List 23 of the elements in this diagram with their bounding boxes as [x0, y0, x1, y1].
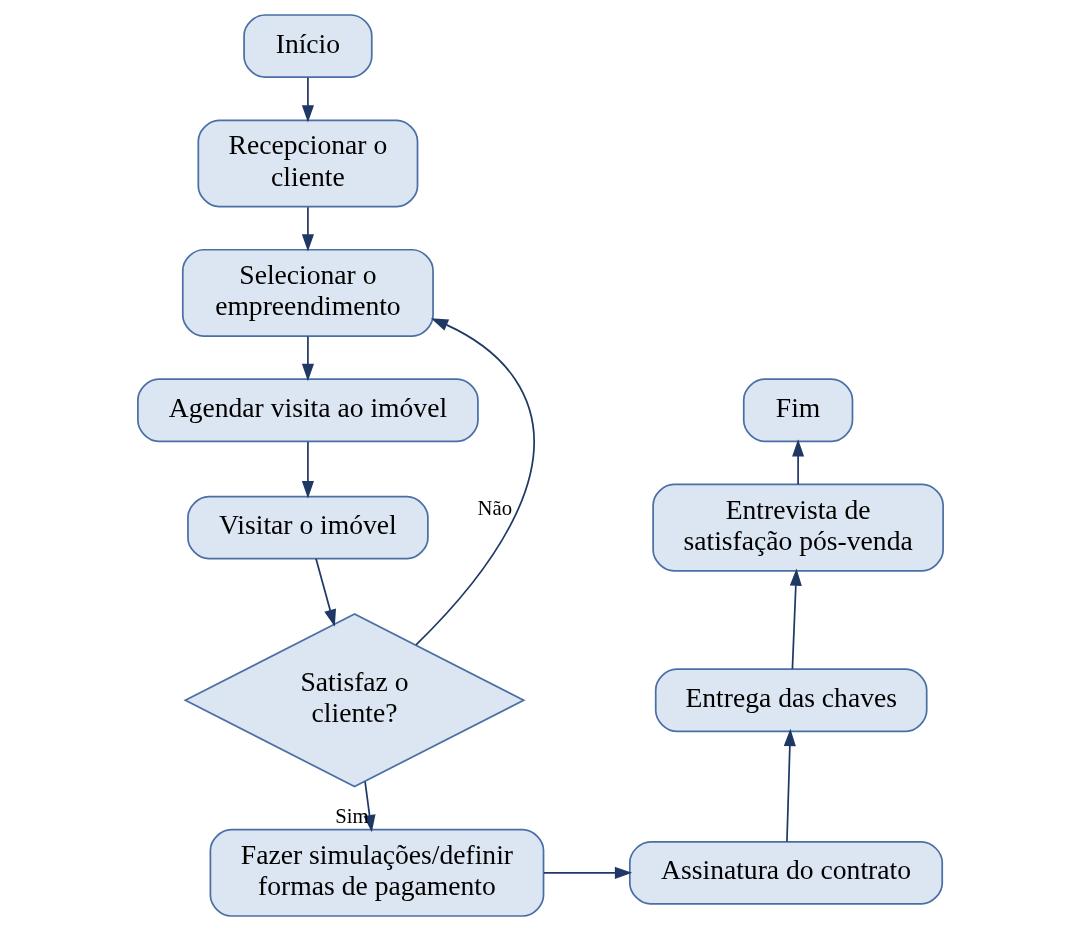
edge-label: Não: [477, 496, 512, 519]
arrow: [301, 206, 314, 252]
arrow: [301, 441, 314, 499]
node-box: Visitar o imóvel: [186, 495, 429, 560]
node-box: Entrega das chaves: [654, 668, 928, 733]
arrow: [542, 866, 632, 879]
node-diamond: Satisfaz o cliente?: [182, 612, 526, 788]
arrow: [783, 728, 796, 843]
node-box: Selecionar o empreendimento: [181, 248, 434, 337]
arrow: [791, 439, 804, 486]
arrow: [301, 76, 314, 123]
arrow: [301, 335, 314, 382]
node-box: Fim: [742, 378, 853, 443]
node-box: Início: [242, 14, 373, 78]
node-box: Fazer simulações/definir formas de pagamento: [209, 828, 544, 917]
arrow: [789, 568, 802, 670]
node-box: Agendar visita ao imóvel: [136, 378, 479, 443]
arrow: [314, 557, 336, 627]
edge-label: Sim: [334, 804, 369, 827]
arrow: [414, 318, 535, 646]
node-box: Entrevista de satisfação pós-venda: [651, 483, 944, 572]
node-box: Assinatura do contrato: [628, 840, 943, 905]
node-box: Recepcionar o cliente: [196, 119, 418, 208]
